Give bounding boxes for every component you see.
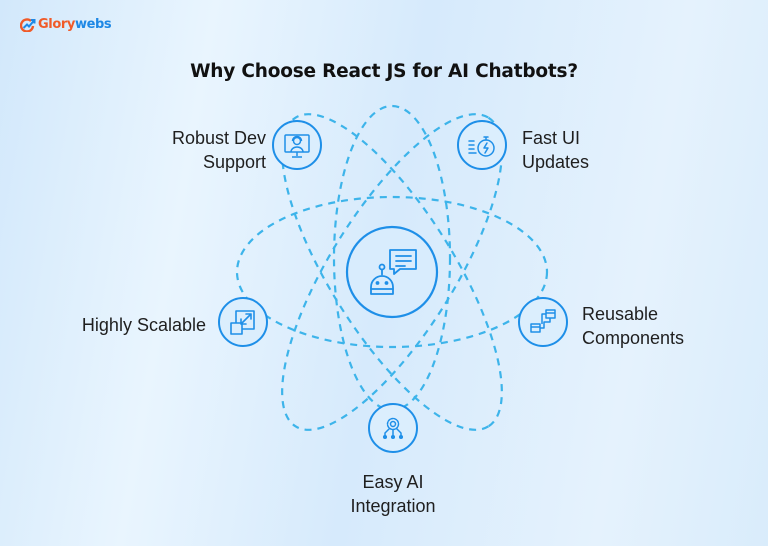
resize-scale-icon	[230, 310, 255, 335]
node-fast-ui-updates	[457, 120, 507, 170]
orbit-diagonal-left	[281, 113, 503, 431]
label-line2: Components	[582, 328, 685, 348]
label-reusable-components: Reusable Components	[582, 302, 722, 350]
node-highly-scalable	[218, 297, 268, 347]
label-easy-ai-integration: Easy AI Integration	[313, 470, 473, 518]
center-node	[345, 225, 439, 319]
label-line2: Integration	[350, 496, 436, 516]
page-title: Why Choose React JS for AI Chatbots?	[190, 61, 578, 82]
label-line2: Updates	[522, 152, 590, 172]
orbit-horizontal	[235, 195, 549, 349]
brand-name-part2: webs	[74, 17, 112, 32]
label-line1: Robust Dev	[171, 128, 266, 148]
chatbot-icon	[370, 249, 417, 295]
label-robust-dev-support: Robust Dev Support	[140, 126, 266, 174]
label-line1: Easy AI	[362, 472, 424, 492]
growth-chart-icon	[20, 17, 36, 32]
orbit-diagonal-right	[281, 113, 503, 431]
label-line2: Support	[202, 152, 266, 172]
node-robust-dev-support	[272, 120, 322, 170]
support-agent-monitor-icon	[284, 134, 310, 158]
connected-components-icon	[530, 309, 556, 333]
label-line1: Reusable	[582, 304, 659, 324]
label-line1: Fast UI	[522, 128, 581, 148]
brand-name-part1: Glory	[38, 17, 75, 32]
gear-network-icon	[382, 417, 404, 440]
label-fast-ui-updates: Fast UI Updates	[522, 126, 642, 174]
label-highly-scalable: Highly Scalable	[40, 313, 206, 337]
node-easy-ai-integration	[368, 403, 418, 453]
node-reusable-components	[518, 297, 568, 347]
stopwatch-lightning-icon	[468, 136, 495, 157]
label-line1: Highly Scalable	[81, 315, 206, 335]
brand-logo: Glorywebs	[20, 17, 112, 32]
